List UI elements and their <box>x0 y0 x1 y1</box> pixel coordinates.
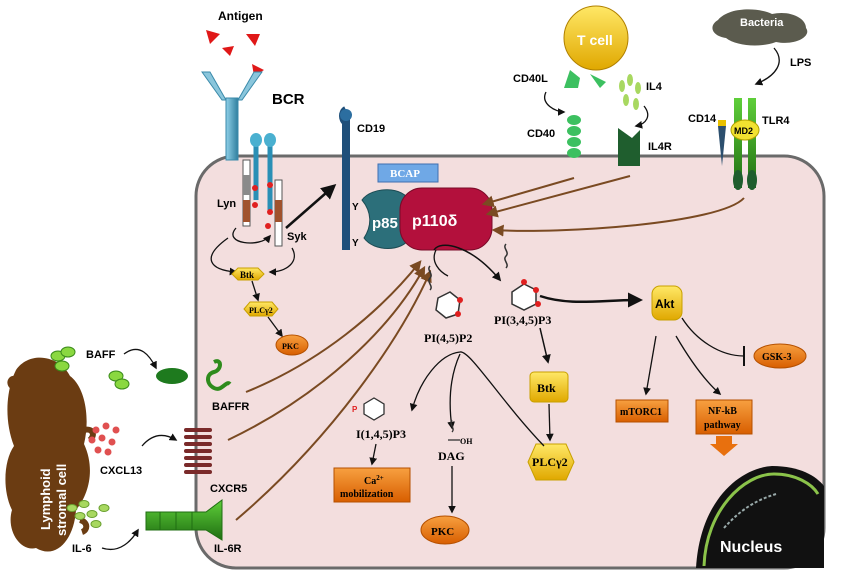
cxcr5-receptor <box>184 428 212 474</box>
cd19-label: CD19 <box>357 123 385 135</box>
dag-molecule: OH DAG <box>438 419 473 463</box>
il6-label: IL-6 <box>72 543 92 555</box>
pkc-big-label: PKC <box>431 526 454 538</box>
tlr4-label: TLR4 <box>762 115 790 127</box>
bacteria-cloud: Bacteria <box>712 9 808 46</box>
lymphoid-stromal-cell: Lymphoid stromal cell <box>5 357 96 552</box>
mobilization-label: mobilization <box>340 489 394 500</box>
cd19-receptor: CD19 Y Y <box>339 106 385 250</box>
cd19-y1-label: Y <box>352 202 359 213</box>
il4r-label: IL4R <box>648 141 672 153</box>
bcr-receptor: BCR <box>201 71 305 161</box>
btk-big-label: Btk <box>537 381 556 395</box>
nucleus: Nucleus <box>696 466 824 568</box>
pkc-small-label: PKC <box>282 342 299 351</box>
bacteria-label: Bacteria <box>740 17 784 29</box>
syk-label: Syk <box>287 231 307 243</box>
btk-small-node: Btk <box>231 267 265 281</box>
md2-label: MD2 <box>734 126 753 136</box>
il6r-receptor: IL-6R <box>145 499 242 555</box>
t-cell-label: T cell <box>577 32 613 48</box>
antigen-icon <box>206 30 220 44</box>
il6r-label: IL-6R <box>214 543 242 555</box>
cd19-y2-label: Y <box>352 238 359 249</box>
lyn-syk-kinases: Lyn Syk <box>217 159 307 247</box>
pkc-small-node: PKC <box>275 334 309 356</box>
antigen-icon <box>246 34 260 46</box>
il4-label: IL4 <box>646 81 663 93</box>
pi45p2-lipid: PI(4,5)P2 <box>424 265 472 345</box>
ip3-p-label: P <box>352 405 358 414</box>
cxcl13-ligand <box>88 422 120 456</box>
b-cell-membrane <box>194 154 826 570</box>
nfkb-label-line1: NF-kB <box>708 406 737 417</box>
bcr-label: BCR <box>272 91 305 108</box>
btk-small-label: Btk <box>240 270 254 280</box>
ca-sup-label: 2+ <box>376 474 384 482</box>
svg-text:Ca2+: Ca2+ <box>364 474 384 487</box>
pi345p3-label: PI(3,4,5)P3 <box>494 313 551 327</box>
stromal-label-line1: Lymphoid <box>38 468 53 530</box>
plcg2-big-node: PLCγ2 <box>527 443 575 481</box>
plcg2-big-label: PLCγ2 <box>532 455 568 469</box>
t-cell: T cell CD40L <box>513 5 629 88</box>
mtorc1-node: mTORC1 <box>615 399 669 423</box>
pi3k-complex: p85 p110δ <box>361 187 493 251</box>
antigen-icon <box>222 46 234 56</box>
pi45p2-label: PI(4,5)P2 <box>424 331 472 345</box>
bcap-label: BCAP <box>390 168 420 180</box>
akt-node: Akt <box>651 285 683 321</box>
mtorc1-label: mTORC1 <box>620 407 662 418</box>
baffr-label: BAFFR <box>212 401 249 413</box>
ca-label: Ca <box>364 476 376 487</box>
p110-label: p110δ <box>412 213 458 230</box>
nucleus-label: Nucleus <box>720 539 782 556</box>
cd40-label: CD40 <box>527 128 555 140</box>
cd40-receptor: CD40 <box>527 115 581 158</box>
plcg2-small-label: PLCγ2 <box>249 306 273 315</box>
tlr4-receptor: MD2 CD14 TLR4 <box>688 98 790 190</box>
akt-label: Akt <box>655 297 674 311</box>
ip3-molecule: P I(1,4,5)P3 <box>352 397 406 441</box>
activation-arrows <box>227 175 745 521</box>
pi345p3-lipid: PI(3,4,5)P3 <box>494 243 551 327</box>
il6-ligand <box>66 500 110 528</box>
stromal-label-line2: stromal cell <box>54 464 69 536</box>
nfkb-node: NF-kB pathway <box>695 399 753 456</box>
il4r-receptor: IL4R <box>618 128 672 166</box>
gsk3-node: GSK-3 <box>753 343 807 369</box>
pkc-big-node: PKC <box>420 515 470 545</box>
antigen-label: Antigen <box>218 9 263 23</box>
plcg2-small-node: PLCγ2 <box>243 301 279 317</box>
p85-label: p85 <box>372 215 398 232</box>
dag-oh-label: OH <box>460 437 473 446</box>
lps-label: LPS <box>790 57 811 69</box>
baffr-receptor: BAFFR <box>156 359 249 413</box>
btk-big-node: Btk <box>529 371 569 403</box>
gsk3-label: GSK-3 <box>762 352 791 363</box>
il4-ligand: IL4 <box>619 74 663 110</box>
antigen-group: Antigen <box>206 9 264 76</box>
bcap-node: BCAP <box>377 163 439 183</box>
dag-label: DAG <box>438 449 465 463</box>
cd14-label: CD14 <box>688 113 717 125</box>
baff-ligand: BAFF <box>50 346 130 390</box>
cxcr5-label: CXCR5 <box>210 483 247 495</box>
lyn-label: Lyn <box>217 198 236 210</box>
nfkb-label-line2: pathway <box>704 420 741 431</box>
cd40l-label: CD40L <box>513 73 548 85</box>
baff-label: BAFF <box>86 349 116 361</box>
ca-mobilization-node: Ca2+ mobilization <box>333 467 411 503</box>
ip3-label: I(1,4,5)P3 <box>356 427 406 441</box>
cxcl13-label: CXCL13 <box>100 465 142 477</box>
